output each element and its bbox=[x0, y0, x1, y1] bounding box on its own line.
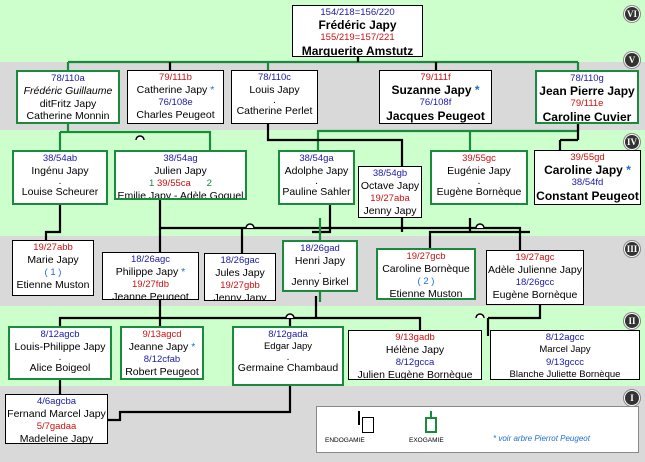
peugeot-tree-marker[interactable]: * bbox=[210, 84, 215, 97]
peugeot-tree-marker[interactable]: * bbox=[626, 163, 631, 178]
legend-endogamy-label: ENDOGAMIE bbox=[325, 437, 365, 444]
link-gen2-gen1-endo bbox=[58, 380, 292, 422]
legend-exogamy-label: EXOGAMIE bbox=[409, 437, 444, 444]
link-gen3-gen2-endo bbox=[58, 296, 542, 336]
couple-box-louis-philippe-japy[interactable]: 8/12agcb Louis-Philippe Japy . Alice Boi… bbox=[8, 326, 112, 380]
couple-box-henri-japy[interactable]: 18/26gad Henri Japy . Jenny Birkel bbox=[282, 240, 358, 292]
crossing-arc bbox=[475, 313, 485, 319]
legend-peugeot-note: * voir arbre Pierrot Peugeot bbox=[493, 434, 590, 443]
couple-box-jeanne-japy[interactable]: 9/13agcd Jeanne Japy * 8/12cfab Robert P… bbox=[120, 326, 204, 380]
peugeot-tree-marker[interactable]: * bbox=[474, 83, 480, 98]
exogamy-swatch bbox=[425, 417, 437, 433]
sosa-id: 155/219=157/221 bbox=[320, 32, 395, 44]
link-gen6-gen5-endo bbox=[168, 57, 438, 70]
couple-box-adele-julienne-japy[interactable]: 19/27agc Adèle Julienne Japy 18/26gcc Eu… bbox=[486, 250, 584, 305]
couple-box-frederic-japy[interactable]: 154/218=156/220 Frédéric Japy 155/219=15… bbox=[292, 5, 423, 57]
crossing-arc bbox=[135, 135, 145, 141]
legend: ENDOGAMIE EXOGAMIE * voir arbre Pierrot … bbox=[316, 406, 639, 453]
crossing-arc bbox=[475, 223, 485, 229]
person-name: Marguerite Amstutz bbox=[301, 43, 414, 57]
couple-box-catherine-japy[interactable]: 79/111b Catherine Japy * 76/108e Charles… bbox=[127, 70, 224, 124]
link-gen4-gen3-endo bbox=[44, 200, 530, 253]
couple-box-marie-japy[interactable]: 19/27abb Marie Japy ( 1 ) Etienne Muston bbox=[12, 240, 94, 296]
endogamy-swatch bbox=[362, 417, 374, 433]
crossing-arc bbox=[245, 223, 255, 229]
couple-box-ingenu-japy[interactable]: 38/54ab Ingénu Japy . Louise Scheurer bbox=[12, 150, 108, 205]
couple-box-caroline-japy[interactable]: 39/55gd Caroline Japy * 38/54fd Constant… bbox=[534, 150, 641, 205]
couple-box-philippe-japy[interactable]: 18/26agc Philippe Japy * 19/27fdb Jeanne… bbox=[102, 252, 199, 300]
peugeot-tree-marker[interactable]: * bbox=[191, 341, 196, 354]
couple-box-helene-japy[interactable]: 9/13gadb Hélène Japy 8/12gcca Julien Eug… bbox=[348, 330, 482, 380]
couple-box-eugenie-japy[interactable]: 39/55gc Eugénie Japy . Eugène Bornèque bbox=[430, 150, 528, 205]
couple-box-caroline-borneque[interactable]: 19/27gcb Caroline Bornèque ( 2 ) Etienne… bbox=[376, 248, 476, 300]
couple-box-suzanne-japy[interactable]: 79/111f Suzanne Japy * 76/108f Jacques P… bbox=[379, 70, 492, 124]
couple-box-louis-japy[interactable]: 78/110c Louis Japy . Catherine Perlet bbox=[231, 70, 318, 124]
link-gen6-gen5-exo bbox=[66, 57, 580, 70]
couple-box-edgar-japy[interactable]: 8/12gada Edgar Japy . Germaine Chambaud bbox=[232, 326, 344, 386]
generation-marker-ii: II bbox=[623, 312, 641, 330]
generation-marker-vi: VI bbox=[623, 5, 641, 23]
link-gen5-gen4-exo-b bbox=[316, 124, 580, 150]
crossing-arc bbox=[285, 313, 295, 319]
link-gen5-gen4-exo-a bbox=[60, 124, 212, 150]
couple-box-jules-japy[interactable]: 18/26gac Jules Japy 19/27gbb Jenny Japy bbox=[204, 253, 276, 301]
person-name: Frédéric Japy bbox=[318, 18, 397, 33]
peugeot-tree-marker[interactable]: * bbox=[181, 266, 186, 279]
couple-box-marcel-japy[interactable]: 8/12agcc Marcel Japy 9/13gccc Blanche Ju… bbox=[490, 330, 640, 380]
link-gen5-gen4-endo bbox=[266, 124, 404, 166]
couple-box-jean-pierre-japy[interactable]: 78/110g Jean Pierre Japy 79/111e Carolin… bbox=[535, 70, 639, 124]
generation-marker-iii: III bbox=[623, 240, 641, 258]
couple-box-frederic-guillaume[interactable]: 78/110a Frédéric Guillaume ditFritz Japy… bbox=[16, 70, 120, 124]
generation-marker-v: V bbox=[623, 51, 641, 69]
couple-box-octave-japy[interactable]: 38/54gb Octave Japy 19/27aba Jenny Japy bbox=[358, 166, 422, 218]
couple-box-adolphe-japy[interactable]: 38/54ga Adolphe Japy . Pauline Sahler bbox=[278, 150, 355, 205]
couple-box-julien-japy[interactable]: 38/54ag Julien Japy 1 39/55ca 2 Emilie J… bbox=[114, 150, 247, 200]
couple-box-fernand-marcel-japy[interactable]: 4/6agcba Fernand Marcel Japy 5/7gadaa Ma… bbox=[5, 394, 108, 444]
link-gen5-gen4-endo-b bbox=[558, 124, 580, 150]
sosa-id: 154/218=156/220 bbox=[320, 7, 395, 18]
